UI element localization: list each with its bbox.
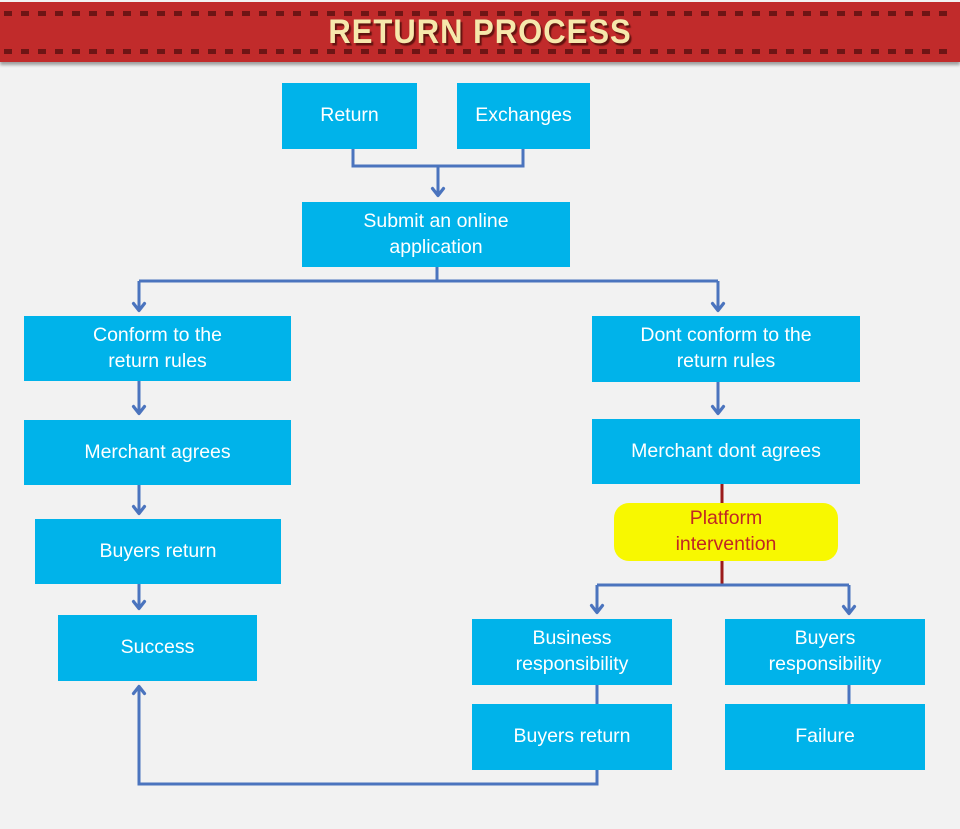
node-conform-rules: Conform to the return rules [24, 316, 291, 381]
node-label: intervention [675, 533, 777, 555]
node-buyers-return-left: Buyers return [35, 519, 281, 584]
connector-top-merge [351, 149, 525, 168]
node-exchanges: Exchanges [457, 83, 590, 149]
node-label: application [389, 235, 483, 258]
node-platform-intervention: Platform intervention [614, 503, 838, 561]
page-title: RETURN PROCESS [328, 11, 632, 52]
header-banner: RETURN PROCESS [0, 2, 960, 62]
node-label: Platform [689, 507, 763, 530]
node-label: Exchanges [475, 104, 572, 127]
node-merchant-agrees: Merchant agrees [24, 420, 291, 485]
node-label: Buyers [794, 627, 856, 650]
node-buyers-return-bottom: Buyers return [472, 704, 672, 770]
node-failure: Failure [725, 704, 925, 770]
node-dont-conform-rules: Dont conform to the return rules [592, 316, 860, 382]
banner-dash-bottom [4, 49, 956, 54]
node-label: Success [120, 636, 195, 659]
node-merchant-dont-agrees: Merchant dont agrees [592, 419, 860, 484]
node-label: Dont conform to the [640, 324, 812, 347]
node-label: Return [320, 104, 379, 127]
node-label: Buyers return [513, 725, 631, 748]
node-return: Return [282, 83, 417, 149]
node-label: Failure [795, 725, 855, 748]
node-label: Submit an online [363, 209, 509, 232]
node-label: Conform to the [93, 323, 222, 346]
connector-loopback-to-success [131, 684, 599, 786]
node-submit-application: Submit an online application [302, 202, 570, 267]
node-label: responsibility [768, 653, 882, 675]
banner-dash-top [4, 11, 956, 16]
node-label: return rules [108, 349, 207, 372]
node-label: Merchant agrees [84, 440, 231, 463]
node-label: Business [532, 627, 612, 650]
node-buyers-responsibility: Buyers responsibility [725, 619, 925, 685]
node-success: Success [58, 615, 257, 681]
node-label: return rules [676, 350, 776, 372]
node-label: Buyers return [99, 539, 217, 562]
node-business-responsibility: Business responsibility [472, 619, 672, 685]
node-label: Merchant dont agrees [631, 439, 821, 462]
node-label: responsibility [515, 653, 629, 675]
